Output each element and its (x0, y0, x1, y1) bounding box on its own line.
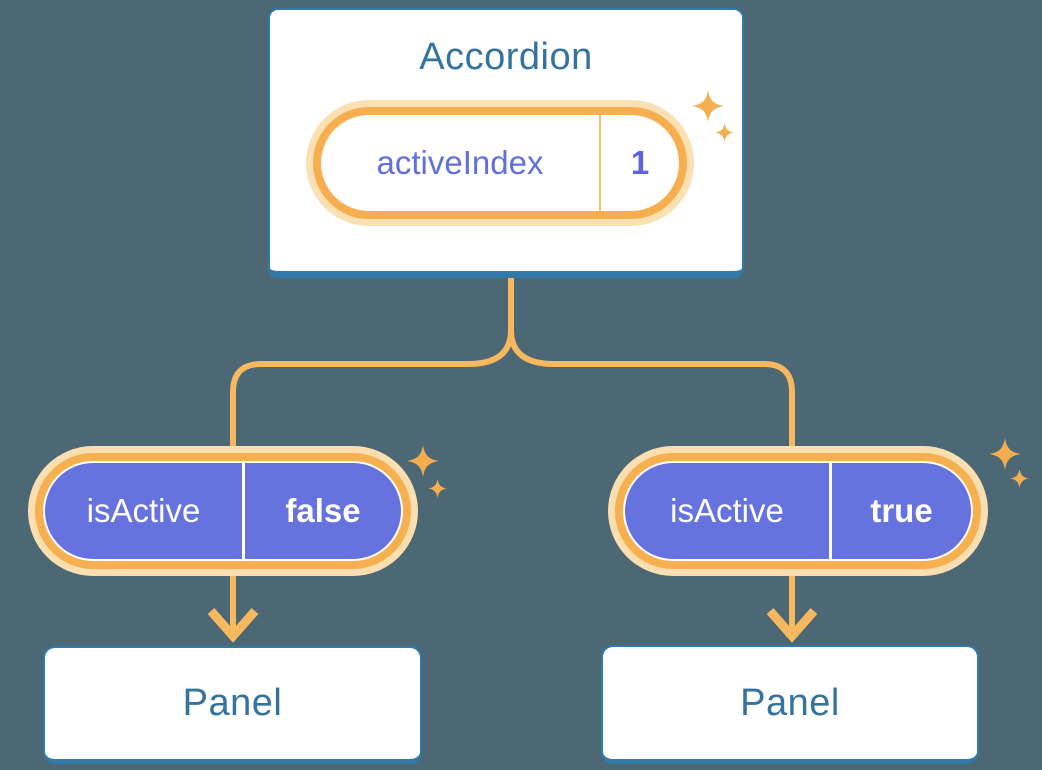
state-pill-isactive-left: isActive false (43, 461, 403, 561)
state-name: activeIndex (376, 144, 544, 181)
state-pill-isactive-right: isActive true (623, 461, 973, 561)
sparkle-icon (692, 90, 724, 122)
sparkle-icon (989, 438, 1021, 470)
panel-label: Panel (740, 681, 840, 724)
state-value: 1 (599, 115, 679, 211)
connector-right-branch (508, 276, 795, 632)
state-name: isActive (670, 492, 784, 529)
state-pill-activeindex: activeIndex 1 (313, 107, 687, 219)
sparkle-icon (1010, 469, 1029, 488)
sparkle-icon (407, 445, 439, 477)
panel-label: Panel (182, 682, 283, 724)
state-value: false (242, 463, 401, 559)
state-name: isActive (86, 492, 201, 529)
arrow-down-icon (766, 608, 818, 643)
connector-left-branch (230, 276, 514, 632)
accordion-title: Accordion (419, 36, 593, 78)
panel-card-right: Panel (601, 645, 979, 764)
sparkle-icon (428, 479, 447, 498)
sparkle-icon (715, 123, 734, 142)
panel-card-left: Panel (43, 646, 422, 764)
arrow-down-icon (207, 608, 259, 643)
state-value: true (829, 463, 971, 559)
